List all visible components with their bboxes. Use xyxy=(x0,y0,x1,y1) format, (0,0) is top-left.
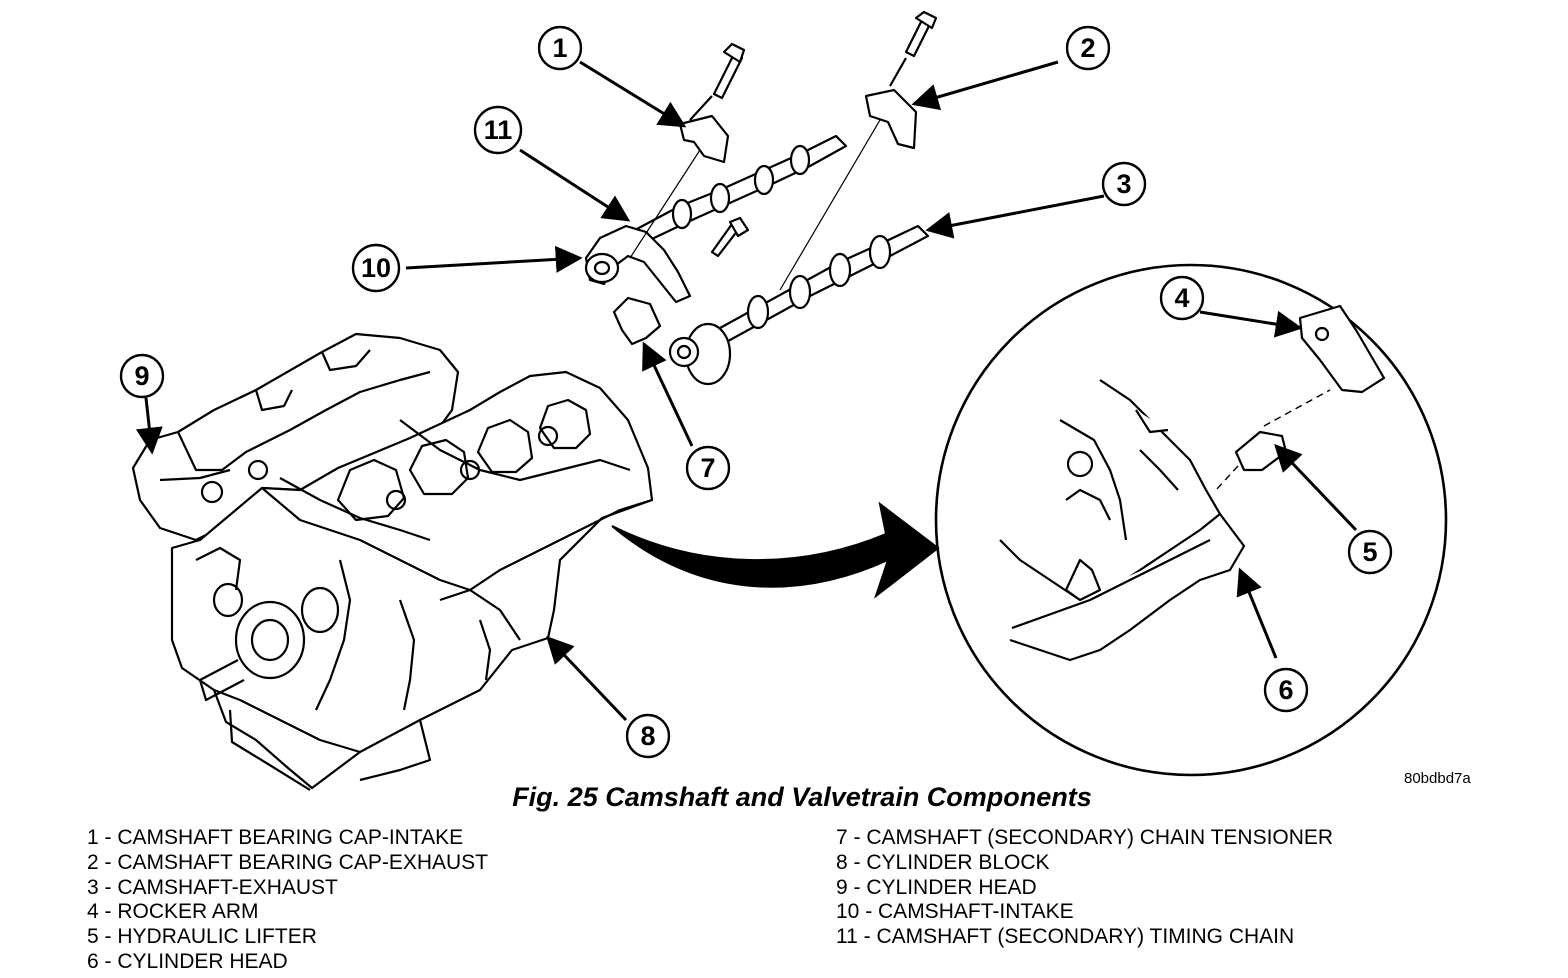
leader-6 xyxy=(1236,567,1278,659)
callout-label: 1 xyxy=(552,33,567,63)
detail-pointer-arrow xyxy=(611,501,940,599)
legend-number: 4 xyxy=(87,900,99,924)
callout-label: 9 xyxy=(134,361,149,391)
legend-item: 4 - ROCKER ARM xyxy=(87,900,488,925)
legend-number: 6 xyxy=(87,949,99,973)
callout-7: 7 xyxy=(685,445,731,491)
legend-number: 9 xyxy=(836,875,848,899)
legend-item: 8 - CYLINDER BLOCK xyxy=(836,851,1333,876)
callout-label: 10 xyxy=(361,253,391,283)
bearing-cap-exhaust xyxy=(864,88,918,150)
callout-label: 8 xyxy=(640,721,655,751)
bolt-icon xyxy=(889,10,938,87)
legend-text: - CAMSHAFT (SECONDARY) TIMING CHAIN xyxy=(857,925,1295,949)
legend-number: 3 xyxy=(87,875,99,899)
legend-text: - CAMSHAFT (SECONDARY) CHAIN TENSIONER xyxy=(847,826,1334,849)
camshaft-components-illustration xyxy=(584,10,938,386)
callout-10: 10 xyxy=(351,243,401,293)
callout-bubbles: 1 2 3 4 5 6 7 8 xyxy=(119,25,1393,759)
legend-text: - CAMSHAFT-EXHAUST xyxy=(98,875,338,899)
legend-item: 5 - HYDRAULIC LIFTER xyxy=(87,925,488,950)
callout-leaders xyxy=(135,60,1358,722)
legend-text: - CAMSHAFT-INTAKE xyxy=(859,900,1074,924)
legend-number: 8 xyxy=(836,850,848,874)
callout-label: 7 xyxy=(700,453,715,483)
leader-3 xyxy=(925,194,1105,239)
detail-inset xyxy=(934,263,1448,777)
detail-circle xyxy=(934,263,1448,777)
bearing-cap-intake xyxy=(678,114,730,164)
legend-right-column: 7 - CAMSHAFT (SECONDARY) CHAIN TENSIONER… xyxy=(836,826,1333,950)
callout-3: 3 xyxy=(1101,161,1147,207)
callout-label: 2 xyxy=(1080,33,1095,63)
leader-9 xyxy=(135,397,163,455)
legend-text: - HYDRAULIC LIFTER xyxy=(98,925,317,949)
chain-tensioner xyxy=(612,296,662,346)
callout-label: 4 xyxy=(1174,283,1189,313)
bolt-icon xyxy=(689,42,746,121)
legend-item: 10 - CAMSHAFT-INTAKE xyxy=(836,900,1333,925)
callout-label: 11 xyxy=(484,115,513,145)
legend-text: - CAMSHAFT BEARING CAP-EXHAUST xyxy=(98,850,489,874)
legend-item: 1 - CAMSHAFT BEARING CAP-INTAKE xyxy=(87,826,488,851)
legend-item: 3 - CAMSHAFT-EXHAUST xyxy=(87,876,488,901)
legend-item: 9 - CYLINDER HEAD xyxy=(836,876,1333,901)
callout-1: 1 xyxy=(537,25,583,71)
bolt-icon xyxy=(710,216,750,258)
legend-number: 11 xyxy=(836,925,858,949)
callout-label: 3 xyxy=(1116,169,1131,199)
figure-title: Fig. 25 Camshaft and Valvetrain Componen… xyxy=(512,782,1092,812)
legend-text: - CAMSHAFT BEARING CAP-INTAKE xyxy=(98,826,464,849)
leader-2 xyxy=(911,60,1059,111)
legend-number: 2 xyxy=(87,850,99,874)
legend-number: 5 xyxy=(87,925,99,949)
leader-7 xyxy=(642,341,694,447)
legend-text: - ROCKER ARM xyxy=(98,900,259,924)
leader-4 xyxy=(1199,310,1303,338)
callout-label: 6 xyxy=(1278,675,1293,705)
legend-text: - CYLINDER HEAD xyxy=(847,875,1037,899)
leader-1 xyxy=(579,60,687,128)
legend-item: 6 - CYLINDER HEAD xyxy=(87,950,488,975)
callout-8: 8 xyxy=(625,713,671,759)
legend-number: 7 xyxy=(836,826,848,849)
callout-4: 4 xyxy=(1159,275,1205,321)
callout-5: 5 xyxy=(1347,529,1393,575)
leader-5 xyxy=(1274,444,1358,532)
figure-reference-code: 80bdbd7a xyxy=(1404,770,1471,787)
callout-9: 9 xyxy=(119,353,165,399)
legend-item: 11 - CAMSHAFT (SECONDARY) TIMING CHAIN xyxy=(836,925,1333,950)
legend-item: 2 - CAMSHAFT BEARING CAP-EXHAUST xyxy=(87,851,488,876)
leader-11 xyxy=(519,148,631,222)
callout-label: 5 xyxy=(1362,537,1377,567)
legend-item: 7 - CAMSHAFT (SECONDARY) CHAIN TENSIONER xyxy=(836,826,1333,851)
callout-11: 11 xyxy=(473,105,523,155)
legend-text: - CYLINDER BLOCK xyxy=(847,850,1050,874)
leader-10 xyxy=(405,245,583,273)
legend-text: - CYLINDER HEAD xyxy=(98,949,288,973)
leader-8 xyxy=(546,636,628,722)
engine-assembly-illustration xyxy=(131,332,654,791)
callout-2: 2 xyxy=(1065,25,1111,71)
callout-6: 6 xyxy=(1263,667,1309,713)
legend-number: 10 xyxy=(836,900,860,924)
legend-number: 1 xyxy=(87,826,99,849)
